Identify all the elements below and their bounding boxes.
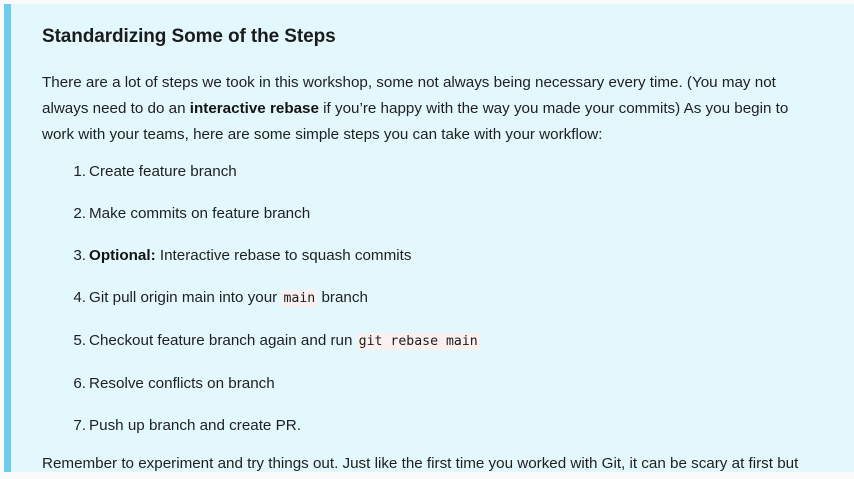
step-number: 2. xyxy=(73,204,86,222)
step-label: Interactive rebase to squash commits xyxy=(155,246,412,264)
list-item: 2. Make commits on feature branch xyxy=(68,203,824,225)
list-item: 4. Git pull origin main into your main b… xyxy=(68,287,824,310)
step-number: 6. xyxy=(73,374,86,392)
inline-code-branch-name: main xyxy=(281,289,318,307)
workflow-steps-list: 1. Create feature branch 2. Make commits… xyxy=(42,161,824,437)
inline-code-git-rebase-command: git rebase main xyxy=(356,332,480,350)
lead-paragraph-part2: if you’re happy with the way you made yo… xyxy=(42,99,789,143)
lead-paragraph-emphasis: interactive rebase xyxy=(189,99,319,117)
step-text: Git pull origin main into your main bran… xyxy=(89,288,368,307)
step-label: Resolve conflicts on branch xyxy=(89,374,275,392)
list-item: 6. Resolve conflicts on branch xyxy=(68,373,824,395)
closing-paragraph: Remember to experiment and try things ou… xyxy=(42,454,799,472)
step-bold-prefix: Optional: xyxy=(89,246,156,264)
list-item: 5. Checkout feature branch again and run… xyxy=(68,330,824,353)
step-text: Push up branch and create PR. xyxy=(89,417,301,434)
step-label: Checkout feature branch again and run xyxy=(89,331,357,349)
step-label: Create feature branch xyxy=(89,162,237,180)
step-label: Push up branch and create PR. xyxy=(89,416,301,434)
callout-title: Standardizing Some of the Steps xyxy=(42,26,336,47)
step-number: 4. xyxy=(73,288,86,306)
step-number: 7. xyxy=(73,416,86,434)
note-callout: Standardizing Some of the Steps There ar… xyxy=(4,4,854,472)
lead-paragraph: There are a lot of steps we took in this… xyxy=(42,70,824,148)
step-label-suffix: branch xyxy=(317,288,368,306)
list-item: 3. Optional: Interactive rebase to squas… xyxy=(68,245,824,267)
step-text: Make commits on feature branch xyxy=(89,205,310,222)
step-number: 5. xyxy=(73,331,86,349)
step-text: Resolve conflicts on branch xyxy=(89,375,275,392)
step-text: Create feature branch xyxy=(89,163,237,180)
step-number: 1. xyxy=(73,162,86,180)
step-label: Git pull origin main into your xyxy=(89,288,282,306)
step-text: Optional: Interactive rebase to squash c… xyxy=(89,247,411,264)
step-number: 3. xyxy=(73,246,86,264)
step-text: Checkout feature branch again and run gi… xyxy=(89,331,480,350)
lead-paragraph-part1: There are a lot of steps we took in this… xyxy=(42,73,776,117)
list-item: 7. Push up branch and create PR. xyxy=(68,415,824,437)
step-label: Make commits on feature branch xyxy=(89,204,311,222)
list-item: 1. Create feature branch xyxy=(68,161,824,183)
